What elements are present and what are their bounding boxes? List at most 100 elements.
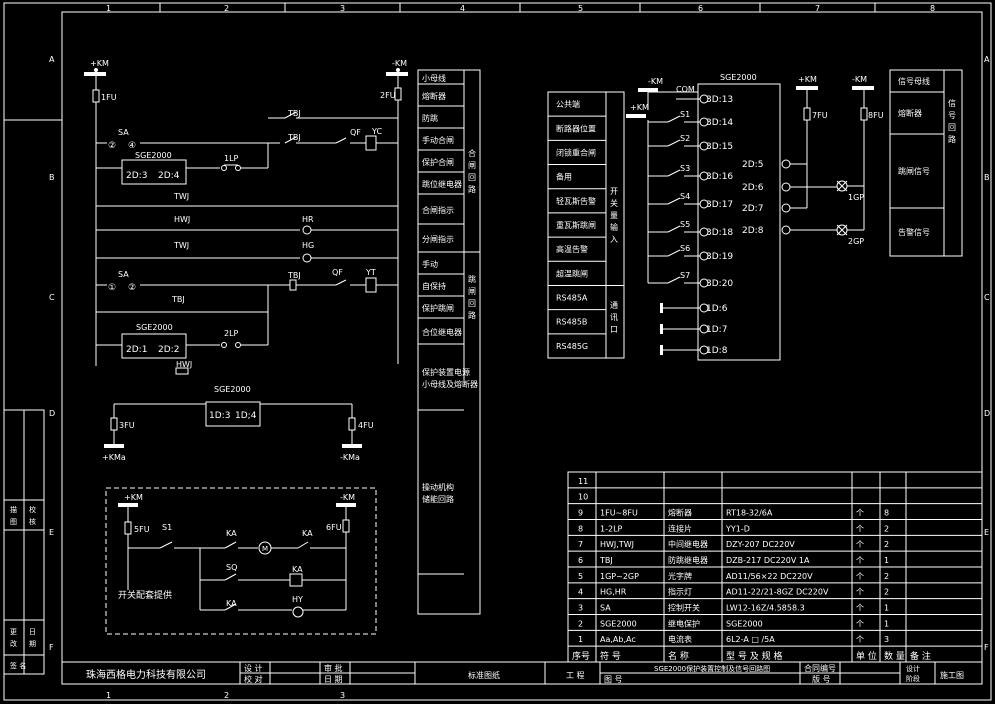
- func-table-cell: 合闸指示: [422, 205, 454, 215]
- svg-text:图 号: 图 号: [604, 675, 623, 684]
- bom-cell: 个: [856, 509, 864, 518]
- func-table-cell: 保护装置电源: [422, 367, 470, 377]
- bom-header: 符 号: [600, 650, 621, 662]
- func-table-cell: 小母线及熔断器: [422, 379, 478, 389]
- group-close-label: 闸: [468, 161, 476, 170]
- trip-coil-yt: [365, 277, 377, 293]
- fuse-2fu-label: 2FU: [380, 91, 396, 100]
- signal-group-label: 路: [948, 134, 956, 144]
- svg-text:审 批: 审 批: [324, 663, 343, 673]
- svg-text:7FU: 7FU: [812, 111, 828, 120]
- input-table-cell: 备用: [556, 172, 572, 182]
- group-comm-label: 口: [610, 325, 618, 334]
- svg-text:版 号: 版 号: [812, 674, 831, 684]
- func-table-cell: 储能回路: [422, 494, 454, 504]
- input-table-cell: 闭锁重合闸: [556, 147, 596, 157]
- svg-text:2D:2: 2D:2: [158, 345, 179, 355]
- outer-border: [3, 2, 992, 701]
- svg-text:1: 1: [106, 691, 111, 700]
- svg-text:图: 图: [10, 518, 17, 526]
- bom-cell: 控制开关: [668, 603, 700, 613]
- bom-cell: 防跳继电器: [668, 555, 708, 565]
- function-table: 小母线熔断器防跳手动合闸保护合闸跳位继电器合闸指示分闸指示手动自保持保护跳闸合位…: [417, 69, 481, 615]
- relay-input-rows: 3D:133D:14S13D:15S23D:16S33D:17S43D:18S5…: [648, 94, 733, 356]
- terminal-1d: [699, 324, 709, 334]
- terminal-2d: [781, 182, 791, 192]
- group-comm-label: 通: [610, 300, 618, 310]
- svg-text:M: M: [262, 545, 268, 553]
- bom-cell: 10: [578, 493, 588, 502]
- svg-text:校: 校: [29, 505, 36, 514]
- bom-cell: 9: [578, 509, 583, 518]
- bom-cell: 2: [578, 619, 583, 628]
- input-table-cell: RS485G: [556, 342, 588, 351]
- svg-text:A: A: [984, 55, 990, 64]
- input-table: 公共端断路器位置闭锁重合闸备用轻瓦斯告警重瓦斯跳闸高温告警超温跳闸RS485AR…: [547, 91, 625, 359]
- svg-text:SGE2000: SGE2000: [720, 73, 757, 82]
- group-input-label: 入: [610, 235, 618, 244]
- svg-text:SGE2000: SGE2000: [135, 151, 172, 160]
- bom-cell: 3: [884, 635, 889, 644]
- fuse-2fu: [394, 87, 402, 101]
- svg-text:日: 日: [29, 628, 36, 636]
- terminal-1d-label: 1D:7: [706, 325, 727, 335]
- group-trip-label: 跳: [468, 274, 476, 284]
- bom-cell: YY1-D: [725, 524, 750, 533]
- row-label-a: A: [49, 55, 55, 64]
- svg-text:KA: KA: [226, 529, 237, 538]
- func-table-cell: 合位继电器: [422, 327, 462, 337]
- svg-text:HWJ: HWJ: [174, 215, 190, 224]
- svg-text:2LP: 2LP: [224, 329, 239, 338]
- input-table-cell: 公共端: [556, 99, 580, 109]
- bom-cell: 11: [578, 477, 588, 486]
- bom-cell: 个: [856, 604, 864, 613]
- svg-text:2D:4: 2D:4: [158, 171, 180, 181]
- svg-text:核: 核: [29, 517, 36, 526]
- bom-cell: 2: [884, 588, 889, 597]
- svg-text:6FU: 6FU: [326, 523, 342, 532]
- bom-cell: 光字牌: [668, 571, 692, 581]
- bom-cell: 1: [884, 619, 889, 628]
- svg-text:工 程: 工 程: [566, 671, 585, 680]
- fuse-1fu: [92, 89, 100, 103]
- switch-label: S3: [680, 164, 690, 173]
- terminal-3d-label: 3D:20: [706, 279, 733, 289]
- svg-text:HWJ: HWJ: [176, 360, 192, 369]
- svg-text:日 期: 日 期: [324, 675, 343, 684]
- signal-buses: +KM 7FU -KM 8FU 1GP 2GP: [796, 75, 884, 246]
- group-trip-label: 路: [468, 310, 476, 320]
- bom-cell: 8: [884, 509, 889, 518]
- svg-text:+KM: +KM: [124, 493, 143, 502]
- switch-label: S2: [680, 134, 690, 143]
- signal-group-label: 号: [948, 111, 956, 120]
- bom-cell: LW12-16Z/4.5858.3: [726, 604, 805, 613]
- bom-cell: DZB-217 DC220V 1A: [726, 556, 810, 565]
- group-close-label: 路: [468, 184, 476, 194]
- svg-text:SQ: SQ: [226, 563, 237, 572]
- neg-bus-label: -KM: [392, 59, 407, 68]
- bom-header: 备 注: [910, 650, 931, 662]
- svg-text:D: D: [984, 409, 990, 418]
- func-table-cell: 自保持: [422, 281, 446, 291]
- svg-text:①: ①: [108, 283, 116, 293]
- terminal-3d-label: 3D:18: [706, 228, 733, 238]
- relay-ka-coil: [289, 573, 303, 587]
- bom-cell: 连接片: [668, 523, 692, 533]
- pos-bus-label: +KM: [90, 59, 109, 68]
- group-close-label: 回: [468, 173, 476, 182]
- col-label-5: 5: [578, 4, 583, 13]
- svg-text:2: 2: [224, 691, 229, 700]
- bom-cell: SGE2000: [600, 619, 637, 628]
- col-label-6: 6: [698, 4, 703, 13]
- svg-text:8FU: 8FU: [868, 111, 884, 120]
- input-table-cell: 轻瓦斯告警: [556, 196, 596, 206]
- svg-text:-KM: -KM: [852, 75, 867, 84]
- func-table-cell: 小母线: [422, 73, 446, 83]
- func-table-cell: 操动机构: [422, 482, 454, 492]
- svg-text:②: ②: [128, 283, 136, 293]
- svg-text:YC: YC: [371, 127, 382, 136]
- bom-cell: 个: [856, 540, 864, 549]
- bom-cell: DZY-207 DC220V: [726, 540, 795, 549]
- title-block: 珠海西格电力科技有限公司 设 计 校 对 审 批 日 期 标准图纸 工 程 SG…: [61, 661, 983, 685]
